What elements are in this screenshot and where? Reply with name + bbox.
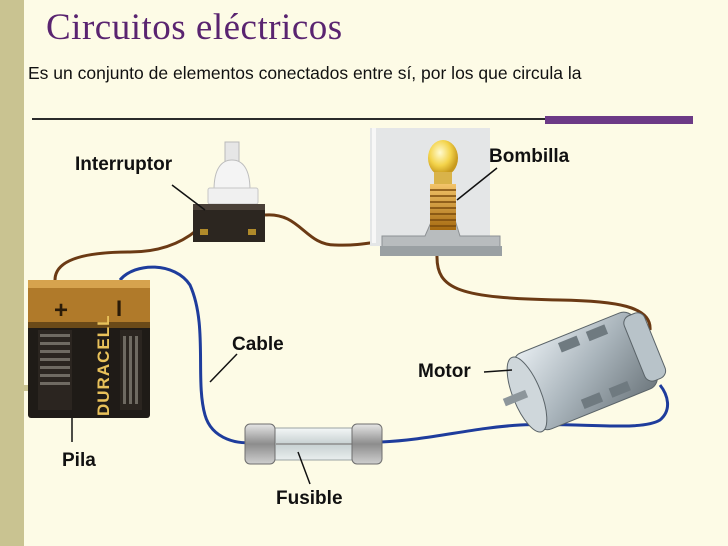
- bulb-leader-line: [456, 167, 498, 201]
- wire-battery-to-fuse: [118, 265, 256, 445]
- motor-leader-line: [483, 369, 513, 373]
- title-rule: [32, 118, 692, 120]
- switch-label: Interruptor: [75, 154, 173, 175]
- wire-fuse-to-motor: [379, 384, 669, 444]
- battery-component: DURACELL + I: [28, 280, 150, 418]
- fuse-label: Fusible: [276, 488, 343, 509]
- title-rule-accent: [545, 116, 693, 124]
- switch-component: [193, 141, 265, 242]
- cable-label: Cable: [232, 334, 284, 355]
- side-bar: [0, 0, 28, 546]
- slide-subtitle: Es un conjunto de elementos conectados e…: [28, 63, 582, 83]
- bulb-label: Bombilla: [489, 146, 570, 167]
- slide-title: Circuitos eléctricos: [46, 7, 343, 48]
- wire-battery-to-switch: [53, 228, 198, 281]
- battery-minus-terminal: I: [116, 296, 122, 321]
- wire-bulb-to-motor: [435, 254, 652, 331]
- switch-leader-line: [171, 184, 206, 211]
- fuse-leader-line: [297, 451, 311, 485]
- motor-component: [502, 311, 667, 433]
- side-bar-notch: [0, 385, 28, 391]
- motor-label: Motor: [418, 361, 471, 382]
- bulb-component: [370, 128, 502, 256]
- battery-brand-text: DURACELL: [94, 315, 113, 417]
- battery-plus-terminal: +: [54, 297, 68, 324]
- fuse-component: [244, 423, 383, 465]
- cable-leader-line: [209, 353, 238, 383]
- battery-label: Pila: [62, 450, 96, 471]
